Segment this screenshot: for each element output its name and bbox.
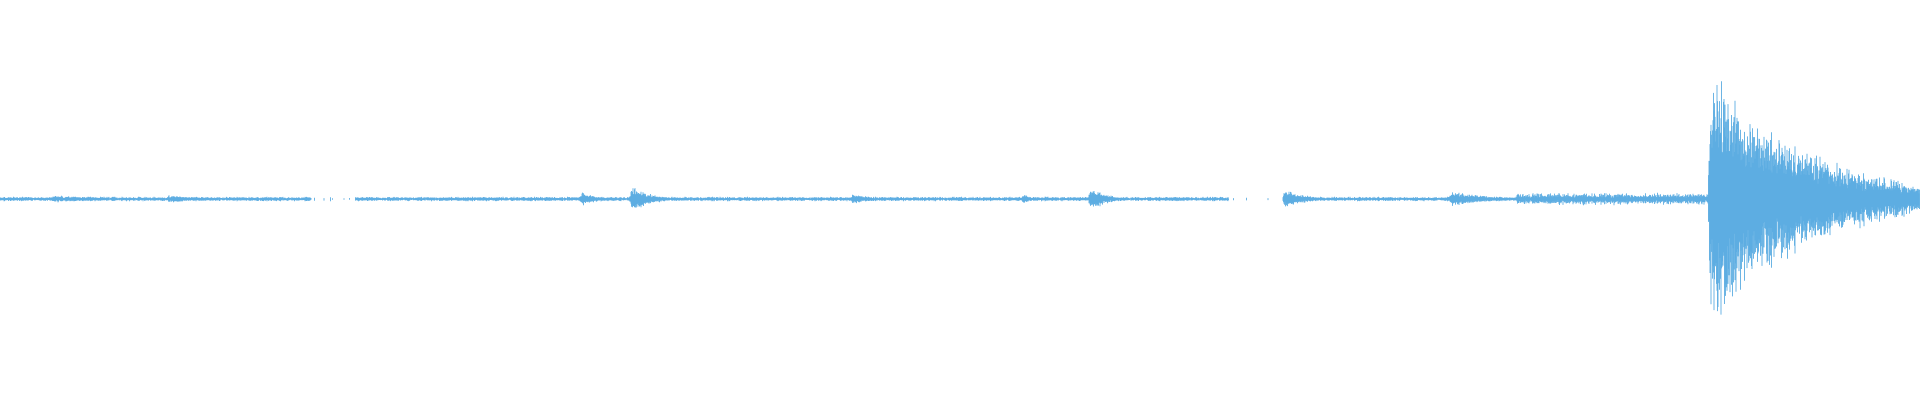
- waveform-trace: [0, 81, 1920, 315]
